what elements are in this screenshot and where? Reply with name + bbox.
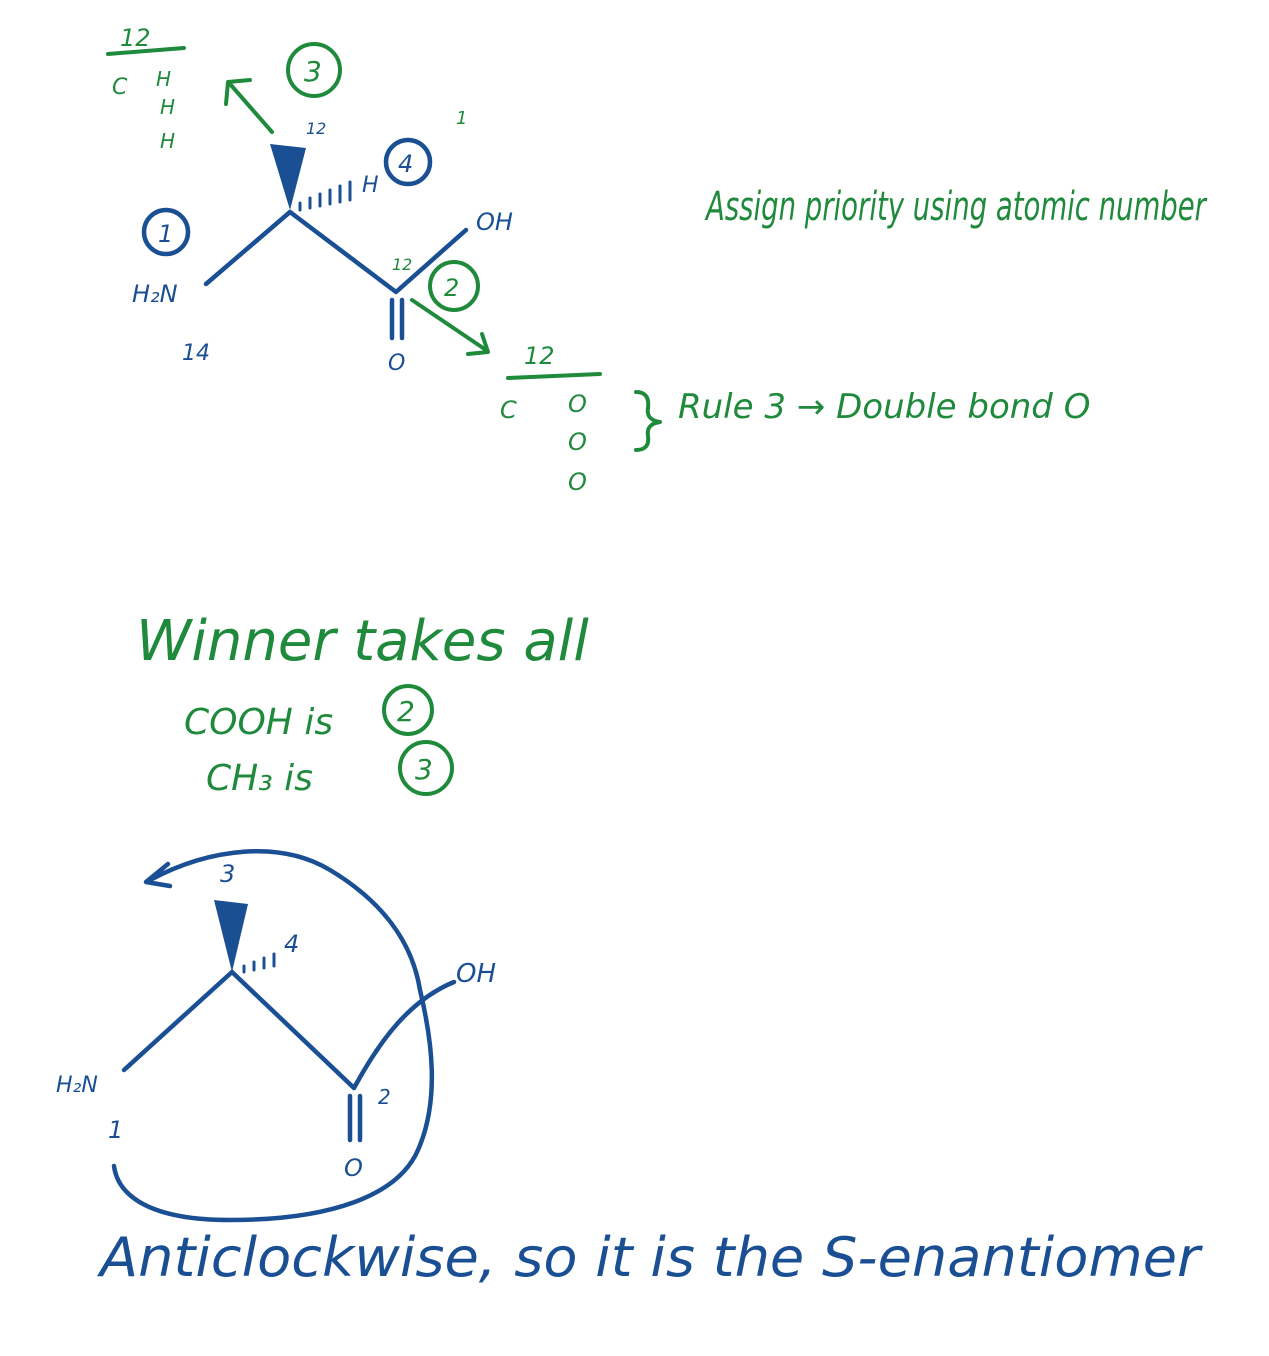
top-skeleton-bonds <box>203 209 469 295</box>
bottom-oh-bond <box>351 979 457 1091</box>
methyl-mass-label: 12 <box>120 24 151 52</box>
winner-line2-text: CH₃ is <box>206 758 313 799</box>
winner-line2-circle <box>398 740 454 796</box>
wedge-bond <box>270 144 306 210</box>
bottom-label-h: 4 <box>284 930 299 958</box>
carboxyl-mass-label: 12 <box>524 342 555 370</box>
methyl-arrow-shaft <box>228 82 274 134</box>
methyl-arrow-head <box>224 78 252 106</box>
hydrogen-mass: 1 <box>456 108 467 129</box>
winner-line1-circle <box>382 684 434 736</box>
bottom-amine: H₂N <box>56 1073 98 1098</box>
bottom-label-amine: 1 <box>108 1116 123 1144</box>
methyl-carbon-mass: 12 <box>306 119 326 138</box>
methyl-atom-c: C <box>112 75 128 100</box>
carboxyl-atom-o2: O <box>568 428 587 456</box>
priority-1-circle <box>141 207 191 257</box>
heading-note: Assign priority using atomic number <box>704 184 1208 230</box>
priority-2-circle <box>428 260 480 312</box>
carboxyl-breakdown: 12 C O O O Rule 3 → Double bond O <box>500 342 1090 496</box>
methyl-breakdown: 12 C H H H <box>106 24 186 153</box>
carboxyl-arrow <box>410 298 490 356</box>
top-molecule: 12 C H H H 3 12 H 4 1 <box>106 24 513 376</box>
nitrogen-mass: 14 <box>182 341 210 366</box>
methyl-atom-h1: H <box>156 67 171 91</box>
winner-line1-text: COOH is <box>184 702 333 743</box>
carboxyl-arrow-shaft <box>410 298 488 352</box>
priority-4-label: 4 <box>398 150 413 178</box>
top-amine: H₂N <box>132 280 178 308</box>
carboxyl-arrow-head <box>466 332 490 356</box>
bottom-wedge-bond <box>214 900 248 972</box>
bottom-hashed-bond <box>242 952 276 974</box>
bottom-label-methyl: 3 <box>220 860 235 888</box>
bottom-skeleton-bonds <box>121 969 357 1091</box>
priority-2-label: 2 <box>444 274 459 302</box>
carboxyl-atom-o1: O <box>568 390 587 418</box>
carboxyl-fraction-bar <box>506 372 602 380</box>
rotation-loop <box>111 849 435 1223</box>
methyl-atom-h2: H <box>160 95 175 119</box>
top-carbonyl-oxygen: O <box>388 351 405 376</box>
priority-3-circle <box>286 42 342 98</box>
bottom-label-carboxyl: 2 <box>378 1085 391 1109</box>
rotation-arrow-head <box>143 861 173 889</box>
carboxyl-atom-o3: O <box>568 468 587 496</box>
winner-line2-priority: 3 <box>415 753 433 786</box>
methyl-arrow <box>224 78 274 134</box>
bottom-hydroxyl: OH <box>456 959 496 989</box>
carboxyl-brace <box>634 390 662 452</box>
top-hydroxyl: OH <box>476 208 513 236</box>
methyl-atom-h3: H <box>160 129 175 153</box>
priority-4-circle <box>383 137 433 187</box>
rule-note: Rule 3 → Double bond O <box>678 387 1090 427</box>
winner-title: Winner takes all <box>136 609 589 674</box>
conclusion-text: Anticlockwise, so it is the S-enantiomer <box>97 1226 1203 1289</box>
bottom-molecule: 3 4 OH H₂N 1 2 O <box>56 849 496 1223</box>
carbonyl-carbon-mass: 12 <box>392 255 412 274</box>
priority-3-label: 3 <box>304 55 322 88</box>
top-hydrogen: H <box>362 173 379 198</box>
hashed-bond <box>298 180 352 212</box>
winner-line1-priority: 2 <box>397 695 415 728</box>
carboxyl-atom-c: C <box>500 396 517 424</box>
methyl-fraction-bar <box>106 46 186 56</box>
winner-section: Winner takes all COOH is 2 CH₃ is 3 <box>136 609 589 799</box>
priority-1-label: 1 <box>158 220 173 248</box>
bottom-carbonyl-oxygen: O <box>344 1154 363 1182</box>
